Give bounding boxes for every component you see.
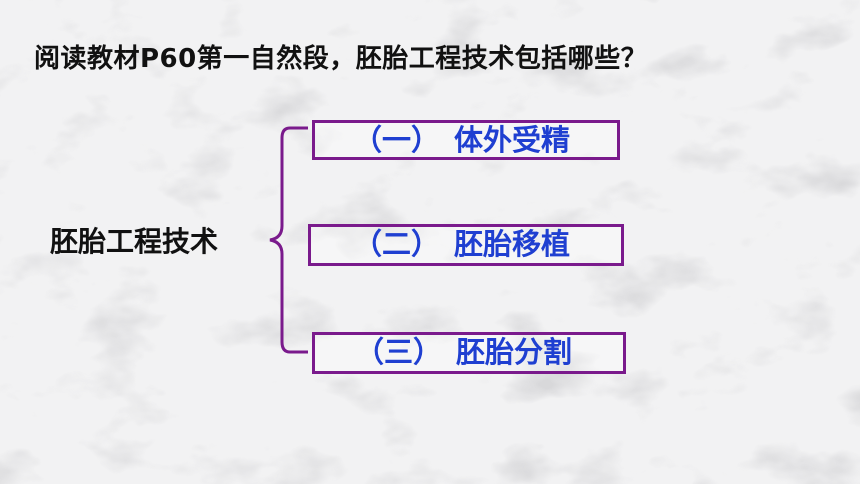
curly-brace-icon <box>269 126 308 354</box>
item-box-2: （二） 胚胎移植 <box>308 224 624 266</box>
item-number: （二） <box>353 227 441 261</box>
item-text: 体外受精 <box>454 123 571 157</box>
item-number: （三） <box>355 335 443 369</box>
question-heading: 阅读教材P60第一自然段，胚胎工程技术包括哪些？ <box>34 44 648 74</box>
item-box-3: （三） 胚胎分割 <box>312 332 626 374</box>
item-box-1: （一） 体外受精 <box>312 120 620 160</box>
item-text: 胚胎分割 <box>456 335 573 369</box>
item-text: 胚胎移植 <box>454 227 571 261</box>
topic-label: 胚胎工程技术 <box>50 225 219 258</box>
item-number: （一） <box>353 123 441 157</box>
